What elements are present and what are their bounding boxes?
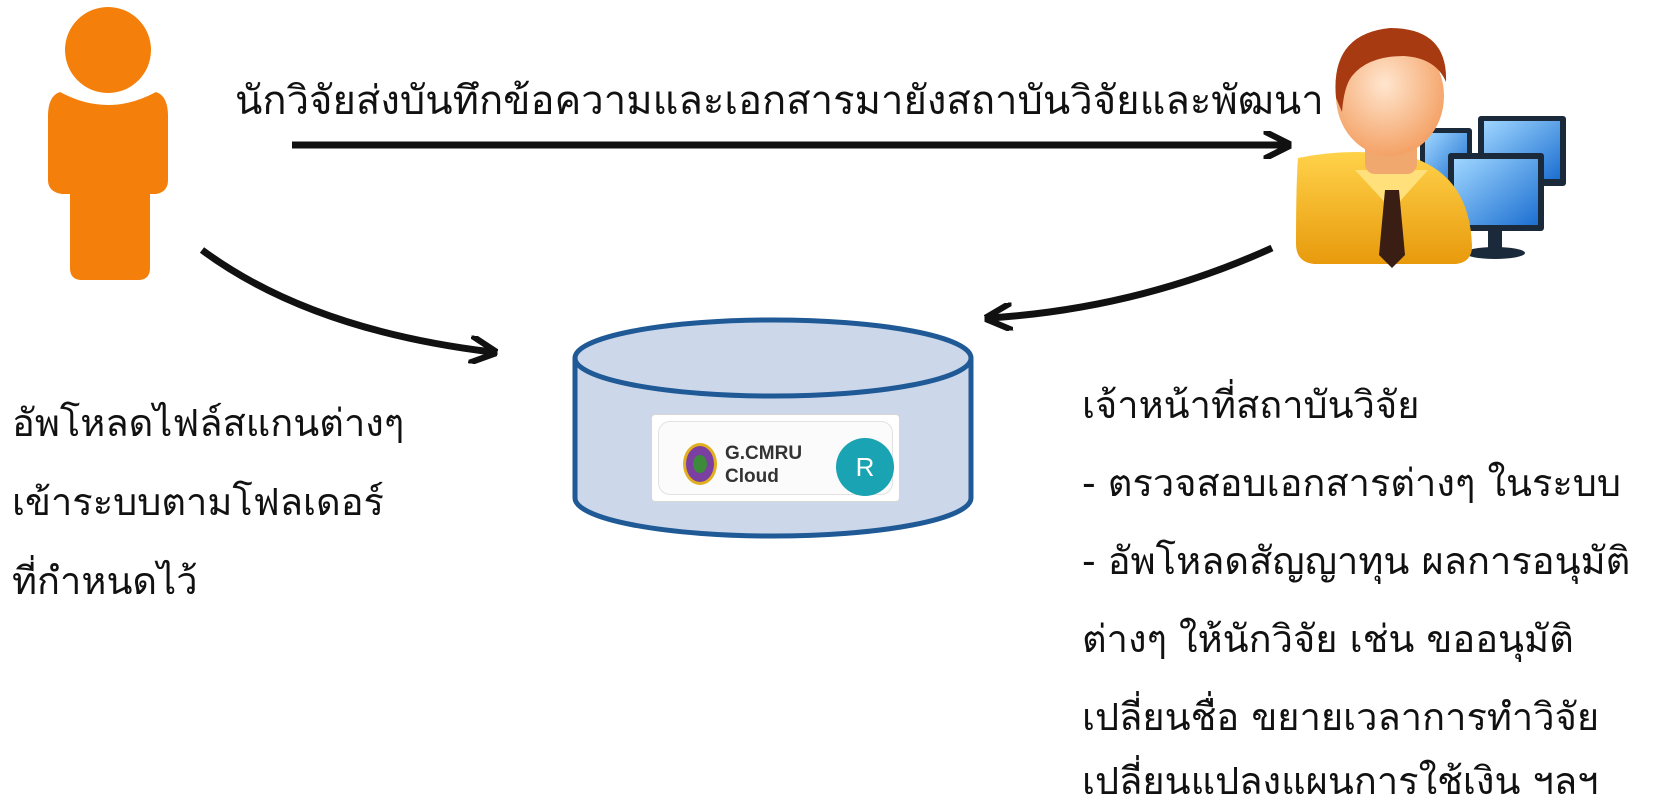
staff-note-heading: เจ้าหน้าที่สถาบันวิจัย: [1082, 383, 1420, 427]
arrow-staff-to-storage: [990, 244, 1274, 318]
researcher-note-line: อัพโหลดไฟล์สแกนต่างๆ: [12, 401, 405, 445]
researcher-note-line: เข้าระบบตามโฟลเดอร์: [12, 480, 384, 524]
flow-label: นักวิจัยส่งบันทึกข้อความและเอกสารมายังสถ…: [235, 78, 1324, 124]
staff-note-line: เปลี่ยนแปลงแผนการใช้เงิน ฯลฯ: [1082, 759, 1599, 803]
staff-at-computers-icon: [1296, 28, 1566, 268]
arrow-researcher-to-storage: [199, 247, 492, 352]
staff-note-line: - อัพโหลดสัญญาทุน ผลการอนุมัติ: [1082, 539, 1631, 583]
cloud-logo-line1: G.CMRU: [725, 443, 803, 464]
cloud-logo-card: G.CMRU Cloud R: [651, 414, 900, 502]
person-icon: [48, 7, 168, 280]
staff-note-line: - ตรวจสอบเอกสารต่างๆ ในระบบ: [1082, 461, 1622, 505]
cloud-logo-name: G.CMRU Cloud: [725, 442, 802, 488]
staff-note-line: ต่างๆ ให้นักวิจัย เช่น ขออนุมัติ: [1082, 617, 1574, 661]
staff-note-line: เปลี่ยนชื่อ ขยายเวลาการทำวิจัย: [1082, 695, 1600, 739]
researcher-note-line: ที่กำหนดไว้: [12, 559, 198, 603]
avatar: R: [836, 438, 894, 496]
cloud-logo-line2: Cloud: [725, 466, 779, 487]
cloud-logo-badge: G.CMRU Cloud R: [658, 421, 894, 496]
university-seal-icon: [683, 443, 717, 485]
